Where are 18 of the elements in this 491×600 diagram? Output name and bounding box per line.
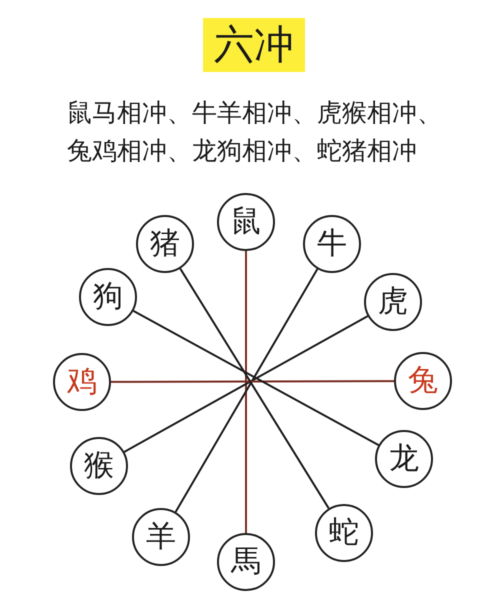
node-label: 牛: [317, 229, 347, 259]
description-text: 鼠马相冲、牛羊相冲、虎猴相冲、兔鸡相冲、龙狗相冲、蛇猪相冲: [67, 97, 443, 167]
node-label: 兔: [408, 366, 438, 396]
connector-line: [132, 310, 380, 446]
connector-line: [111, 380, 394, 383]
node-label: 鼠: [231, 207, 261, 237]
node-label: 猴: [84, 451, 114, 481]
connector-line: [245, 251, 247, 533]
title: 六冲: [203, 18, 305, 72]
connector-line: [124, 315, 368, 453]
node-label: 狗: [93, 282, 123, 312]
node-label: 虎: [378, 287, 408, 317]
node-label: 蛇: [329, 518, 359, 548]
node-label: 龙: [389, 444, 419, 474]
node-label: 羊: [146, 522, 176, 552]
node-label: 馬: [231, 547, 261, 577]
node-label: 猪: [150, 229, 180, 259]
node-label: 鸡: [67, 367, 97, 397]
